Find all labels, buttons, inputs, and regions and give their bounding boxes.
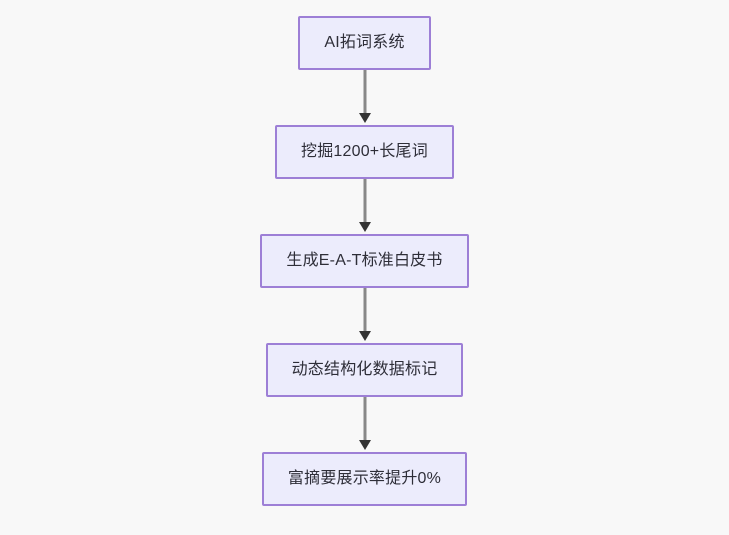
edge-line xyxy=(363,397,366,442)
flow-node-label: AI拓词系统 xyxy=(324,34,405,51)
arrowhead-icon xyxy=(358,222,371,232)
flow-edge-n1-n2 xyxy=(355,70,375,125)
flow-node-ai-keyword-system[interactable]: AI拓词系统 xyxy=(298,16,431,70)
flow-node-dynamic-structured-data-markup[interactable]: 动态结构化数据标记 xyxy=(265,343,464,397)
arrowhead-icon xyxy=(358,440,371,450)
flow-edge-n2-n3 xyxy=(355,179,375,234)
flow-node-label: 动态结构化数据标记 xyxy=(291,361,438,378)
edge-line xyxy=(363,70,366,115)
arrowhead-icon xyxy=(358,113,371,123)
flow-node-rich-snippet-rate-increase[interactable]: 富摘要展示率提升0% xyxy=(261,452,468,506)
flow-node-mine-longtail-keywords[interactable]: 挖掘1200+长尾词 xyxy=(275,125,454,179)
flow-node-label: 富摘要展示率提升0% xyxy=(287,470,442,487)
flow-node-label: 生成E-A-T标准白皮书 xyxy=(286,252,443,269)
edge-line xyxy=(363,179,366,224)
edge-line xyxy=(363,288,366,333)
flow-edge-n3-n4 xyxy=(355,288,375,343)
arrowhead-icon xyxy=(358,331,371,341)
flow-node-label: 挖掘1200+长尾词 xyxy=(301,143,428,160)
flow-node-generate-eat-whitepaper[interactable]: 生成E-A-T标准白皮书 xyxy=(260,234,469,288)
flow-edge-n4-n5 xyxy=(355,397,375,452)
